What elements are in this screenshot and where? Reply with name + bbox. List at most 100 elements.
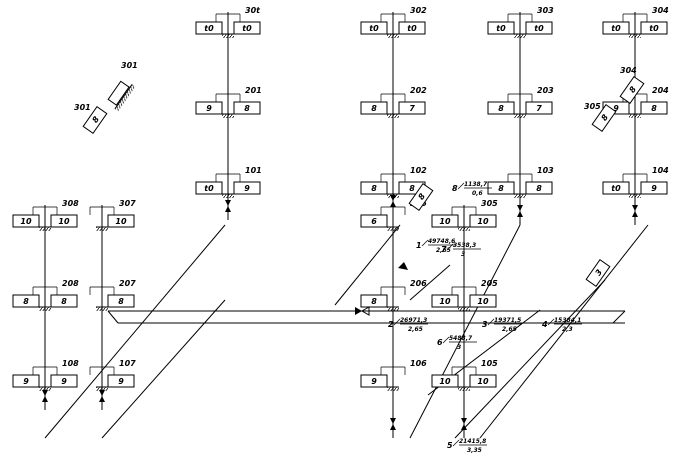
- svg-text:2,65: 2,65: [408, 326, 423, 333]
- room-label: 206: [410, 279, 427, 288]
- angled-radiator-304: 8: [619, 76, 645, 104]
- room-label: 207: [119, 279, 136, 288]
- radiator-section-count: 8: [371, 104, 377, 113]
- room-label: 308: [62, 199, 79, 208]
- svg-text:0,6: 0,6: [472, 190, 483, 197]
- svg-text:15384,1: 15384,1: [554, 317, 581, 324]
- room-label: 304: [652, 6, 669, 15]
- radiator-section-count: t0: [611, 24, 621, 33]
- radiator-section-count: 9: [651, 184, 657, 193]
- radiator-section-count: 8: [61, 297, 67, 306]
- radiator-section-count: 8: [23, 297, 29, 306]
- radiator-section-count: t0: [649, 24, 659, 33]
- section-label-1: 1 49748,6 2,65: [416, 238, 456, 254]
- svg-text:3: 3: [461, 251, 465, 258]
- radiator-section-count: 8: [371, 297, 377, 306]
- angled-label-308: 301: [74, 103, 91, 112]
- supply-main: [44, 224, 649, 439]
- valve-icon: [461, 418, 467, 424]
- room-label: 102: [410, 166, 427, 175]
- angled-value: 3: [594, 267, 605, 277]
- room-label: 305: [481, 199, 498, 208]
- radiator-section-count: 9: [613, 104, 619, 113]
- radiator-section-count: 10: [115, 217, 127, 226]
- room-label: 307: [119, 199, 136, 208]
- radiator-308: 10 10 308: [12, 199, 79, 231]
- radiator-section-count: 10: [58, 217, 70, 226]
- svg-text:5: 5: [447, 441, 453, 450]
- room-label: 302: [410, 6, 427, 15]
- svg-text:3,35: 3,35: [467, 447, 482, 454]
- section-label-5: 5 21415,8 3,35: [447, 438, 487, 454]
- radiator-304: t0 t0 304: [602, 6, 669, 38]
- svg-text:2,65: 2,65: [436, 247, 451, 254]
- svg-text:3: 3: [482, 320, 488, 329]
- radiator-section-count: 8: [498, 104, 504, 113]
- svg-text:21415,8: 21415,8: [459, 438, 486, 445]
- angled-label-305: 305: [584, 102, 601, 111]
- room-label: 303: [537, 6, 554, 15]
- radiator-section-count: 9: [61, 377, 67, 386]
- svg-text:2,3: 2,3: [562, 326, 573, 333]
- radiator-section-count: 7: [536, 104, 542, 113]
- radiator-307: 10 307: [89, 199, 136, 231]
- svg-text:1138,7: 1138,7: [464, 181, 488, 188]
- svg-text:2: 2: [388, 320, 394, 329]
- radiator-204: 9 8 204: [602, 86, 669, 118]
- radiator-section-count: t0: [496, 24, 506, 33]
- radiator-section-count: t0: [369, 24, 379, 33]
- radiator-section-count: 8: [371, 184, 377, 193]
- radiator-section-count: 8: [498, 184, 504, 193]
- valve-icon: [225, 200, 231, 206]
- section-label-8: 8 1138,7 0,6: [452, 181, 492, 197]
- svg-text:8: 8: [452, 184, 458, 193]
- radiator-section-count: 10: [477, 297, 489, 306]
- angled-value: 8: [628, 84, 639, 94]
- valve-icon: [390, 418, 396, 424]
- valve-icon: [632, 205, 638, 211]
- radiator-203: 8 7 203: [487, 86, 554, 118]
- room-label: 104: [652, 166, 669, 175]
- radiator-102: 8 8 102: [360, 166, 427, 198]
- angled-value: 8: [600, 112, 611, 122]
- svg-text:49748,6: 49748,6: [428, 238, 455, 245]
- radiator-section-count: 10: [477, 377, 489, 386]
- svg-text:26971,3: 26971,3: [400, 317, 427, 324]
- angled-radiator-301: [107, 80, 136, 112]
- radiator-section-count: 8: [409, 184, 415, 193]
- room-label: 203: [537, 86, 554, 95]
- radiator-section-count: 8: [536, 184, 542, 193]
- radiator-206: 8 206: [360, 279, 427, 311]
- radiator-section-count: 10: [20, 217, 32, 226]
- svg-text:3: 3: [457, 344, 461, 351]
- svg-text:1: 1: [416, 241, 422, 250]
- room-label: 205: [481, 279, 498, 288]
- room-label: 101: [245, 166, 262, 175]
- section-label-2: 2 26971,3 2,65: [388, 317, 428, 333]
- angled-value: 8: [91, 114, 102, 124]
- room-label: 204: [652, 86, 669, 95]
